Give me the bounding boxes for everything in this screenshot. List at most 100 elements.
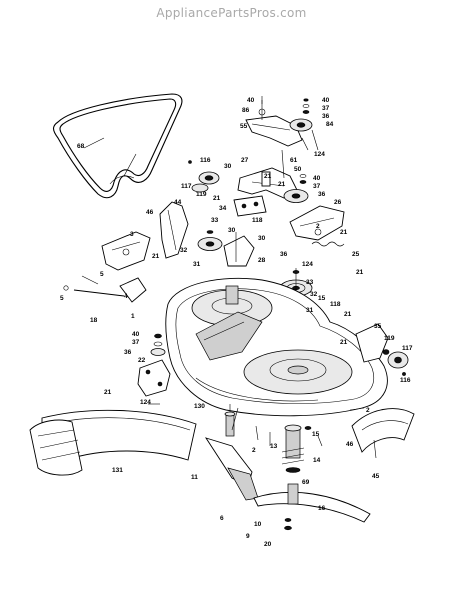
callout-117: 117 bbox=[181, 183, 192, 190]
callout-1: 1 bbox=[131, 313, 135, 320]
callout-30: 30 bbox=[258, 235, 266, 242]
callout-36: 36 bbox=[124, 349, 132, 356]
callout-118: 118 bbox=[252, 217, 263, 224]
callout-21: 21 bbox=[344, 311, 352, 318]
discharge-chute bbox=[29, 409, 197, 476]
callout-116: 116 bbox=[200, 157, 211, 164]
idler-bracket-upper bbox=[245, 98, 313, 151]
callout-21: 21 bbox=[264, 173, 272, 180]
callout-25: 25 bbox=[352, 251, 360, 258]
callout-37: 37 bbox=[313, 183, 321, 190]
callout-6: 6 bbox=[220, 515, 224, 522]
callout-45: 45 bbox=[372, 473, 380, 480]
callout-21: 21 bbox=[104, 389, 112, 396]
callout-22: 22 bbox=[138, 357, 146, 364]
center-idler-pulley bbox=[197, 230, 255, 267]
callout-4: 4 bbox=[124, 293, 128, 300]
callout-35: 35 bbox=[374, 323, 382, 330]
callout-86: 86 bbox=[242, 107, 250, 114]
callout-44: 44 bbox=[174, 199, 182, 206]
callout-50: 50 bbox=[294, 166, 302, 173]
callout-20: 20 bbox=[264, 541, 272, 548]
callout-40: 40 bbox=[322, 97, 330, 104]
pivot-plate bbox=[289, 205, 345, 247]
callout-14: 14 bbox=[313, 457, 321, 464]
callout-33: 33 bbox=[211, 217, 219, 224]
callout-84: 84 bbox=[326, 121, 334, 128]
left-blade-assembly bbox=[204, 404, 259, 501]
callout-31: 31 bbox=[193, 261, 201, 268]
callout-9: 9 bbox=[246, 533, 250, 540]
callout-2: 2 bbox=[316, 223, 320, 230]
callout-5: 5 bbox=[60, 295, 64, 302]
drive-belt bbox=[52, 93, 183, 199]
callout-119: 119 bbox=[384, 335, 395, 342]
callout-33: 33 bbox=[306, 279, 314, 286]
left-deck-bracket bbox=[137, 359, 171, 405]
right-blade-assembly bbox=[253, 483, 371, 531]
callout-36: 36 bbox=[322, 113, 330, 120]
callout-21: 21 bbox=[278, 181, 286, 188]
callout-36: 36 bbox=[280, 251, 288, 258]
callout-34: 34 bbox=[219, 205, 227, 212]
callout-118: 118 bbox=[330, 301, 341, 308]
left-spindle-pulley-stack bbox=[150, 333, 166, 356]
callout-119: 119 bbox=[196, 191, 207, 198]
callout-21: 21 bbox=[152, 253, 160, 260]
callout-32: 32 bbox=[310, 291, 318, 298]
callout-2: 2 bbox=[252, 447, 256, 454]
callout-15: 15 bbox=[318, 295, 326, 302]
right-bracket-pulley bbox=[355, 323, 409, 376]
callout-124: 124 bbox=[302, 261, 313, 268]
callout-26: 26 bbox=[334, 199, 342, 206]
callout-55: 55 bbox=[240, 123, 248, 130]
callout-16: 16 bbox=[318, 505, 326, 512]
callout-117: 117 bbox=[402, 345, 413, 352]
callout-21: 21 bbox=[340, 229, 348, 236]
callout-18: 18 bbox=[90, 317, 98, 324]
callout-3: 3 bbox=[130, 231, 134, 238]
callout-15: 15 bbox=[312, 431, 320, 438]
callout-36: 36 bbox=[318, 191, 326, 198]
callout-37: 37 bbox=[132, 339, 140, 346]
callout-30: 30 bbox=[228, 227, 236, 234]
callout-5: 5 bbox=[100, 271, 104, 278]
callout-40: 40 bbox=[247, 97, 255, 104]
idler-arm-left bbox=[101, 201, 189, 271]
mower-deck-housing bbox=[165, 277, 388, 417]
callout-116: 116 bbox=[400, 377, 411, 384]
blade-spindle bbox=[281, 424, 312, 473]
callout-46: 46 bbox=[346, 441, 354, 448]
callout-21: 21 bbox=[213, 195, 221, 202]
callout-131: 131 bbox=[112, 467, 123, 474]
callout-130: 130 bbox=[194, 403, 205, 410]
callout-68: 68 bbox=[77, 143, 85, 150]
link-rod bbox=[63, 275, 147, 303]
callout-32: 32 bbox=[180, 247, 188, 254]
hardware-leaders bbox=[83, 96, 365, 447]
idler-bracket-middle bbox=[233, 149, 309, 217]
callout-40: 40 bbox=[313, 175, 321, 182]
callout-27: 27 bbox=[241, 157, 249, 164]
callout-11: 11 bbox=[191, 474, 198, 481]
watermark: AppliancePartsPros.com bbox=[156, 6, 307, 20]
upper-left-pulley bbox=[188, 160, 220, 193]
callout-69: 69 bbox=[302, 479, 310, 486]
callout-21: 21 bbox=[356, 269, 364, 276]
callout-46: 46 bbox=[146, 209, 154, 216]
callout-30: 30 bbox=[224, 163, 232, 170]
deck-side-shield bbox=[351, 408, 415, 459]
callout-28: 28 bbox=[258, 257, 266, 264]
callout-37: 37 bbox=[322, 105, 330, 112]
callout-61: 61 bbox=[290, 157, 298, 164]
callout-2: 2 bbox=[366, 407, 370, 414]
callout-31: 31 bbox=[306, 307, 314, 314]
callout-40: 40 bbox=[132, 331, 140, 338]
callout-21: 21 bbox=[340, 339, 348, 346]
callouts: 68 40 86 55 40 37 36 84 124 27 61 50 30 … bbox=[60, 97, 413, 548]
callout-124: 124 bbox=[140, 399, 151, 406]
callout-124: 124 bbox=[314, 151, 325, 158]
callout-10: 10 bbox=[254, 521, 262, 528]
callout-13: 13 bbox=[270, 443, 278, 450]
